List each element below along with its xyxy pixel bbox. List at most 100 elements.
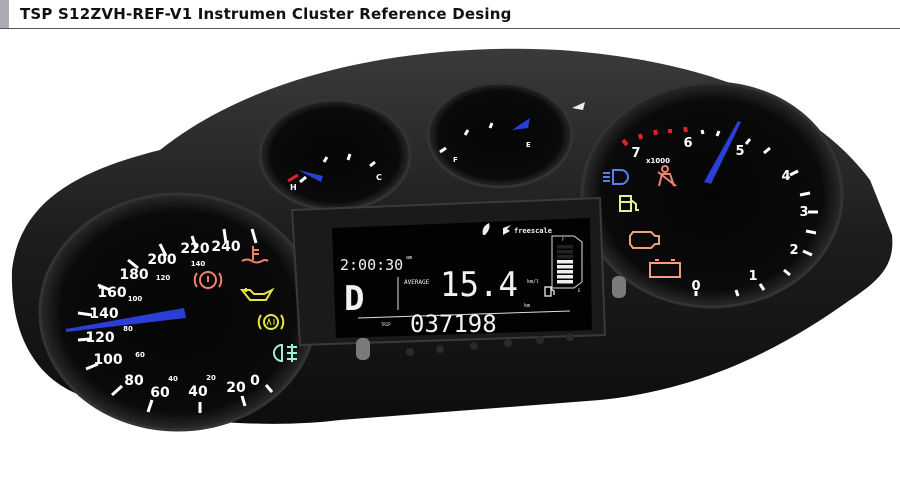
lcd-odometer: 037198 <box>410 310 497 338</box>
mph-label: 20 <box>206 374 216 382</box>
speedometer-needle <box>66 308 186 332</box>
title-accent-bar <box>0 0 9 28</box>
up-arrow-icon <box>572 102 585 110</box>
tach-label: 4 <box>781 169 790 184</box>
lcd-fuel-bar: F E <box>551 235 583 293</box>
tach-red-ticks <box>621 126 688 147</box>
lcd-fuel-segment <box>557 255 573 259</box>
page-title: TSP S12ZVH-REF-V1 Instrumen Cluster Refe… <box>20 5 512 23</box>
lcd-button[interactable] <box>436 345 444 353</box>
temp-hot-label: H <box>290 183 297 192</box>
mph-label: 40 <box>168 375 178 383</box>
title-bar: TSP S12ZVH-REF-V1 Instrumen Cluster Refe… <box>0 0 900 29</box>
lcd-trip-label: TRIP <box>381 322 391 327</box>
tachometer-needle <box>704 121 741 184</box>
temp-cold-label: C <box>376 173 382 182</box>
temp-needle <box>298 170 323 182</box>
freescale-logo: freescale <box>503 225 552 235</box>
lcd-screen <box>332 218 592 338</box>
fuel-icon <box>619 195 639 212</box>
speed-label: 60 <box>150 385 170 401</box>
fuel-full-label: F <box>453 156 458 164</box>
oil-pressure-icon <box>239 287 275 301</box>
tach-label: 1 <box>748 269 757 284</box>
lcd-button[interactable] <box>406 348 414 356</box>
speed-label: 160 <box>97 285 126 301</box>
mph-label: 120 <box>156 274 171 282</box>
speed-label: 180 <box>119 267 148 283</box>
check-engine-icon <box>629 231 660 249</box>
tach-unit: x1000 <box>646 157 670 165</box>
seatbelt-icon <box>657 165 677 187</box>
lcd-button[interactable] <box>566 333 574 341</box>
lcd-fuel-segment <box>557 250 573 254</box>
right-adjust-knob[interactable] <box>612 276 626 298</box>
lcd-button[interactable] <box>536 336 544 344</box>
lcd-clock: 2:00:30 <box>340 256 403 274</box>
fuel-gauge-dial <box>426 81 574 189</box>
tach-ticks <box>694 129 818 297</box>
fog-light-icon <box>273 343 297 363</box>
headlight-icon <box>603 169 629 185</box>
lcd-fuel-segments <box>557 245 573 284</box>
mph-label: 80 <box>123 325 133 333</box>
lcd-consumption-unit: km/l <box>527 279 539 285</box>
speedometer-ticks <box>77 228 274 413</box>
temp-gauge-ticks <box>299 153 376 184</box>
speed-label: 40 <box>188 384 208 400</box>
tachometer-dial <box>580 81 844 309</box>
fuel-empty-label: E <box>526 141 531 149</box>
tach-label: 3 <box>799 205 808 220</box>
temp-red-zone <box>287 173 299 183</box>
lcd-button[interactable] <box>470 342 478 350</box>
speed-label: 80 <box>124 373 144 389</box>
parking-brake-icon <box>193 271 223 289</box>
fuel-gauge-ticks <box>439 122 494 154</box>
lcd-fuel-segment <box>557 270 573 274</box>
lcd-fuel-segment <box>557 275 573 279</box>
fuel-needle <box>512 118 530 130</box>
tach-label: 2 <box>789 243 798 258</box>
lcd-fuel-segment <box>557 245 573 249</box>
mph-label: 140 <box>191 260 206 268</box>
lcd-gear: D <box>344 279 364 319</box>
lcd-brand: freescale <box>514 227 552 235</box>
speedometer-mph-labels: 20 40 60 80 100 120 140 <box>123 260 216 383</box>
lcd-fuel-pump-icon <box>544 286 555 297</box>
lcd-average-label: AVERAGE <box>404 279 430 286</box>
lcd-fuel-segment <box>557 260 573 264</box>
freescale-logo-icon <box>503 225 511 235</box>
lcd-clock-suffix: am <box>406 255 412 261</box>
speed-label: 240 <box>211 239 240 255</box>
speed-label: 200 <box>147 252 176 268</box>
battery-icon <box>649 259 681 278</box>
lcd-divider-horizontal <box>357 310 571 319</box>
speed-label: 140 <box>89 306 118 322</box>
mph-label: 60 <box>135 351 145 359</box>
left-adjust-knob[interactable] <box>356 338 370 360</box>
speed-label: 20 <box>226 380 246 396</box>
lcd-odometer-unit: km <box>524 303 530 309</box>
lcd-fuel-bar-bottom: E <box>578 288 581 293</box>
tach-label: 0 <box>691 279 700 294</box>
speed-label: 100 <box>93 352 122 368</box>
lcd-buttons <box>406 333 574 356</box>
temp-gauge-dial <box>258 98 412 212</box>
speed-label: 0 <box>250 373 260 389</box>
lcd-fuel-segment <box>557 280 573 284</box>
eco-leaf-icon <box>482 223 490 235</box>
speed-label: 220 <box>180 241 209 257</box>
speedometer-kmh-labels: 0 20 40 60 80 100 120 140 160 180 200 22… <box>85 239 260 401</box>
tach-label: 6 <box>683 136 692 151</box>
mph-label: 100 <box>128 295 143 303</box>
instrument-cluster: 0 20 40 60 80 100 120 140 160 180 200 22… <box>11 48 893 432</box>
lcd-button[interactable] <box>504 339 512 347</box>
lcd-fuel-segment <box>557 265 573 269</box>
lcd-consumption: 15.4 <box>440 265 518 305</box>
coolant-temp-icon <box>241 246 269 264</box>
lcd-fuel-bar-top: F <box>562 237 565 242</box>
speed-label: 120 <box>85 330 114 346</box>
abs-icon <box>257 314 285 330</box>
tach-label: 5 <box>735 144 744 159</box>
tach-label: 7 <box>631 146 640 161</box>
